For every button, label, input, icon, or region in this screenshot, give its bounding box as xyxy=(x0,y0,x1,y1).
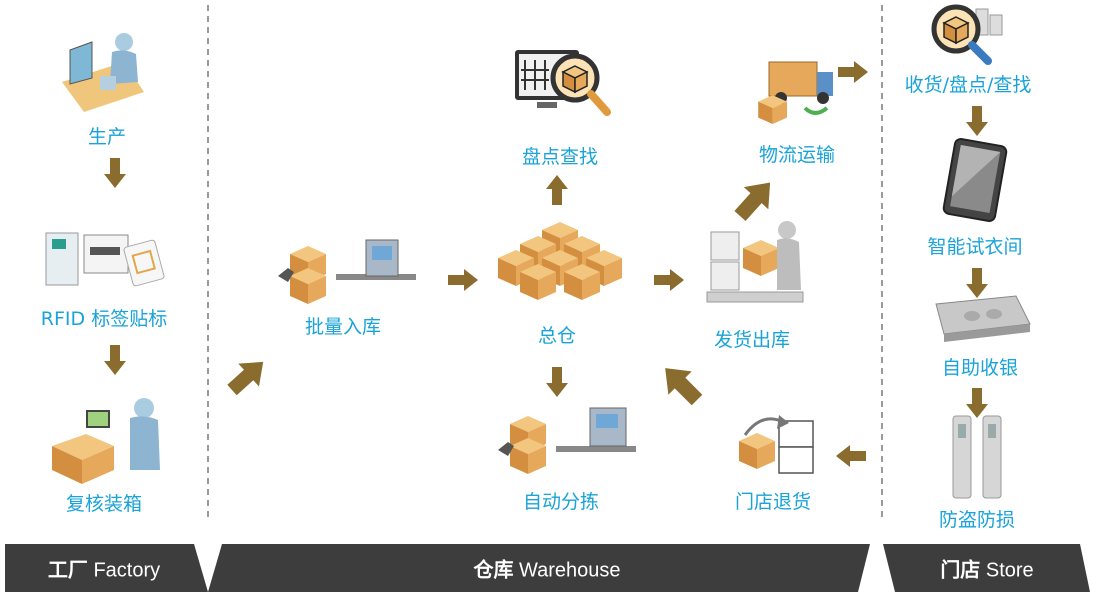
footer-factory-cn: 工厂 xyxy=(47,557,88,582)
batch-inbound-icon xyxy=(278,239,416,304)
footer-store-label: 门店 Store xyxy=(940,554,1033,583)
rfid-tag-icon xyxy=(45,232,165,287)
step-outbound-shipping-label: 发货出库 xyxy=(713,329,791,351)
step-production-label: 生产 xyxy=(87,126,127,148)
footer-warehouse-cn: 仓库 xyxy=(473,557,514,582)
footer-store-en: Store xyxy=(985,559,1034,582)
footer-store-cn: 门店 xyxy=(940,557,981,582)
footer-warehouse-bar xyxy=(208,544,870,592)
logistics-truck-icon xyxy=(758,61,833,124)
step-anti-theft-label: 防盗防损 xyxy=(938,509,1016,531)
step-main-warehouse-label: 总仓 xyxy=(537,325,577,347)
step-self-checkout-label: 自助收银 xyxy=(941,357,1019,379)
step-auto-sorting-label: 自动分拣 xyxy=(522,491,600,513)
packing-worker-icon xyxy=(52,398,160,484)
footer-store-bar xyxy=(883,544,1090,592)
step-receiving-search-label: 收货/盘点/查找 xyxy=(904,74,1032,96)
self-checkout-pad-icon xyxy=(935,295,1031,342)
inventory-search-icon xyxy=(515,50,611,116)
receiving-search-icon xyxy=(931,4,1003,65)
footer-factory-bar xyxy=(5,544,208,592)
step-rfid-labeling-label: RFID 标签贴标 xyxy=(40,308,168,330)
footer-warehouse-en: Warehouse xyxy=(519,559,621,582)
production-worker-icon xyxy=(62,33,144,112)
auto-sorting-icon xyxy=(498,407,636,474)
store-return-icon xyxy=(739,415,814,474)
footer-factory-label: 工厂 Factory xyxy=(48,554,160,583)
smart-fitting-room-tablet-icon xyxy=(942,138,1008,222)
step-inventory-search-label: 盘点查找 xyxy=(521,146,599,168)
outbound-shipping-icon xyxy=(706,221,804,303)
footer-warehouse-label: 仓库 Warehouse xyxy=(473,554,620,583)
footer-factory-en: Factory xyxy=(93,559,161,582)
step-batch-inbound-label: 批量入库 xyxy=(304,316,382,338)
anti-theft-gate-icon xyxy=(952,415,1002,499)
main-warehouse-boxes-icon xyxy=(498,222,622,300)
step-packing-review-label: 复核装箱 xyxy=(65,493,143,515)
step-logistics-label: 物流运输 xyxy=(758,144,836,166)
step-store-return-label: 门店退货 xyxy=(734,491,812,513)
step-smart-fitting-room-label: 智能试衣间 xyxy=(927,236,1023,258)
